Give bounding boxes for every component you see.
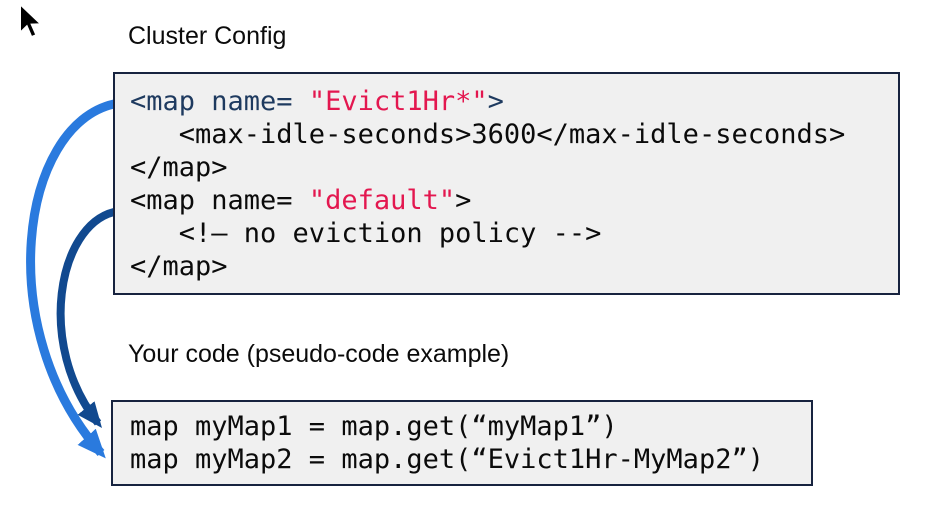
code-line: <!– no eviction policy --> bbox=[130, 217, 898, 250]
code-segment: "Evict1Hr*" bbox=[308, 86, 488, 117]
code-segment: "default" bbox=[308, 185, 456, 216]
code-line: <max-idle-seconds>3600</max-idle-seconds… bbox=[130, 118, 898, 151]
code-segment: </map> bbox=[130, 251, 228, 282]
mouse-pointer-icon bbox=[19, 2, 44, 39]
code-line: <map name= "default"> bbox=[130, 184, 898, 217]
code-line: map myMap2 = map.get(“Evict1Hr-MyMap2”) bbox=[130, 443, 811, 476]
code-segment: </map> bbox=[130, 152, 228, 183]
code-line: map myMap1 = map.get(“myMap1”) bbox=[130, 410, 811, 443]
your-code-codebox: map myMap1 = map.get(“myMap1”)map myMap2… bbox=[111, 400, 813, 486]
code-line: <map name= "Evict1Hr*"> bbox=[130, 85, 898, 118]
code-segment: map myMap2 = map.get(“Evict1Hr-MyMap2”) bbox=[130, 444, 764, 475]
code-line: </map> bbox=[130, 250, 898, 283]
arrow-default-config-to-mymap1 bbox=[56, 208, 116, 429]
code-segment: > bbox=[487, 86, 504, 117]
code-line: </map> bbox=[130, 151, 898, 184]
code-segment: <map name= bbox=[130, 86, 309, 117]
code-segment: map myMap1 = map.get(“myMap1”) bbox=[130, 411, 618, 442]
mouse-pointer-shape bbox=[19, 2, 44, 39]
code-segment: <max-idle-seconds>3600</max-idle-seconds… bbox=[130, 119, 846, 150]
your-code-title: Your code (pseudo-code example) bbox=[128, 340, 510, 368]
arrow-evict-config-to-mymap2 bbox=[26, 99, 116, 459]
cluster-config-title: Cluster Config bbox=[128, 22, 287, 50]
code-segment: > bbox=[455, 185, 472, 216]
code-segment: <!– no eviction policy --> bbox=[130, 218, 602, 249]
code-segment: <map name= bbox=[130, 185, 309, 216]
cluster-config-codebox: <map name= "Evict1Hr*"> <max-idle-second… bbox=[113, 72, 900, 295]
